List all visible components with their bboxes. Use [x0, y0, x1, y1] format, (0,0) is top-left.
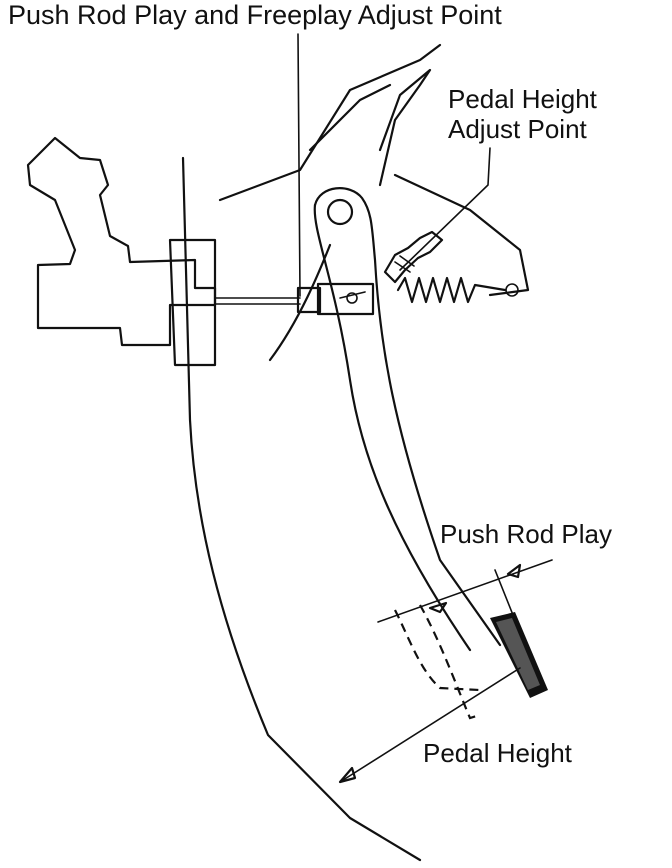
- pedal-pad: [490, 612, 548, 698]
- pushrod-clevis: [296, 282, 375, 316]
- pushrod-play-label: Push Rod Play: [440, 519, 612, 549]
- pedal-arm: [313, 187, 502, 652]
- return-spring: [396, 276, 519, 304]
- pedal-bracket: [308, 68, 530, 297]
- master-cylinder: [26, 136, 301, 367]
- pushrod-play-dimension: [377, 559, 553, 646]
- pedal-height-label: Pedal Height: [423, 738, 572, 768]
- firewall-panel: [181, 43, 442, 862]
- pedal-height-adjust-label: Pedal Height Adjust Point: [448, 84, 597, 144]
- pedal-depressed-outline: [394, 604, 481, 720]
- pedal-height-adjust-line1: Pedal Height: [448, 84, 597, 114]
- leader-lines: [297, 33, 491, 297]
- pedal-height-adjust-line2: Adjust Point: [448, 114, 587, 144]
- pedal-height-dimension: [338, 667, 521, 784]
- pushrod-freeplay-adjust-label: Push Rod Play and Freeplay Adjust Point: [8, 0, 502, 30]
